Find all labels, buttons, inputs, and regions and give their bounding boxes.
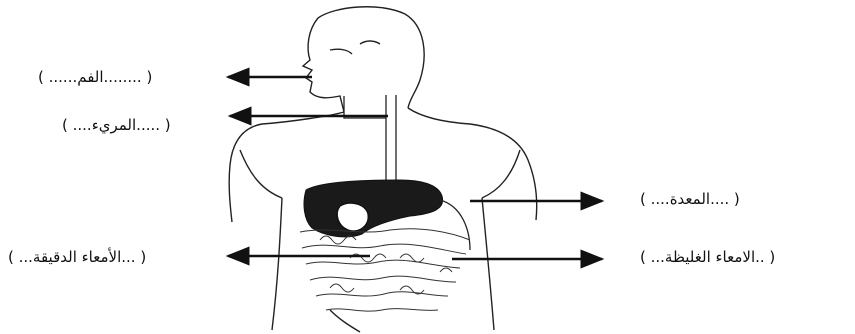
mouth-label: ( ........الفم...... ) (38, 68, 152, 86)
gut-outline (440, 200, 470, 250)
liver-shape (304, 180, 443, 237)
stomach-shape (337, 203, 368, 231)
esophagus-label: ( .....المريء.... ) (62, 116, 171, 134)
large-intestine-label: ( ..الامعاء الغليظة... ) (640, 248, 775, 266)
intestines-coils (300, 229, 470, 311)
stomach-label: ( ....المعدة.... ) (640, 190, 740, 208)
pointer-lines (228, 77, 602, 259)
small-intestine-label: ( ...الأمعاء الدقيقة... ) (8, 248, 146, 266)
